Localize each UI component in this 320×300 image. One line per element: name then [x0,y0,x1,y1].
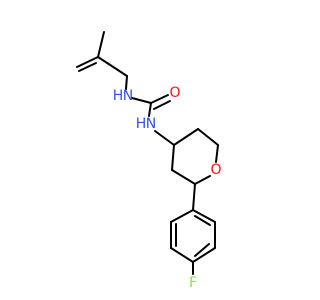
bond-ring-1 [173,128,199,146]
bond-c-o-double [150,94,169,104]
bond-ring-2 [197,128,219,146]
bond-layer [76,31,219,275]
bond-ring-5 [171,169,196,185]
bond-c-ch2-double-2 [78,62,97,72]
atom-n-bottom: HN [136,116,157,132]
bond-ar-inner-1 [194,215,211,226]
bond-ring-4 [194,175,211,185]
bond-ring-3 [215,144,219,163]
atom-label-layer: HN O HN O F [113,85,222,291]
bond-c-o-double-2 [153,100,171,110]
atom-o-ring: O [210,162,221,178]
bond-n-ring [154,130,175,146]
bond-c-ch2 [97,56,128,77]
molecule-structure: HN O HN O F [76,31,222,291]
bond-ar-3 [192,247,216,263]
bond-ar-inner-2 [194,243,210,257]
bond-ring-aryl [192,183,196,211]
atom-n-top: HN [113,88,134,104]
bond-ar-4 [170,247,194,263]
atom-o-carbonyl: O [169,85,180,101]
bond-ar-1 [192,209,216,223]
bond-ch2-c [97,31,105,58]
bond-c-n [148,102,152,117]
atom-f: F [189,275,197,291]
bond-ch2-n [125,75,128,90]
bond-ar-6 [170,209,194,223]
bond-n-c [131,97,152,104]
bond-c-ch2-double [76,56,99,68]
bond-ring-6 [171,144,175,171]
